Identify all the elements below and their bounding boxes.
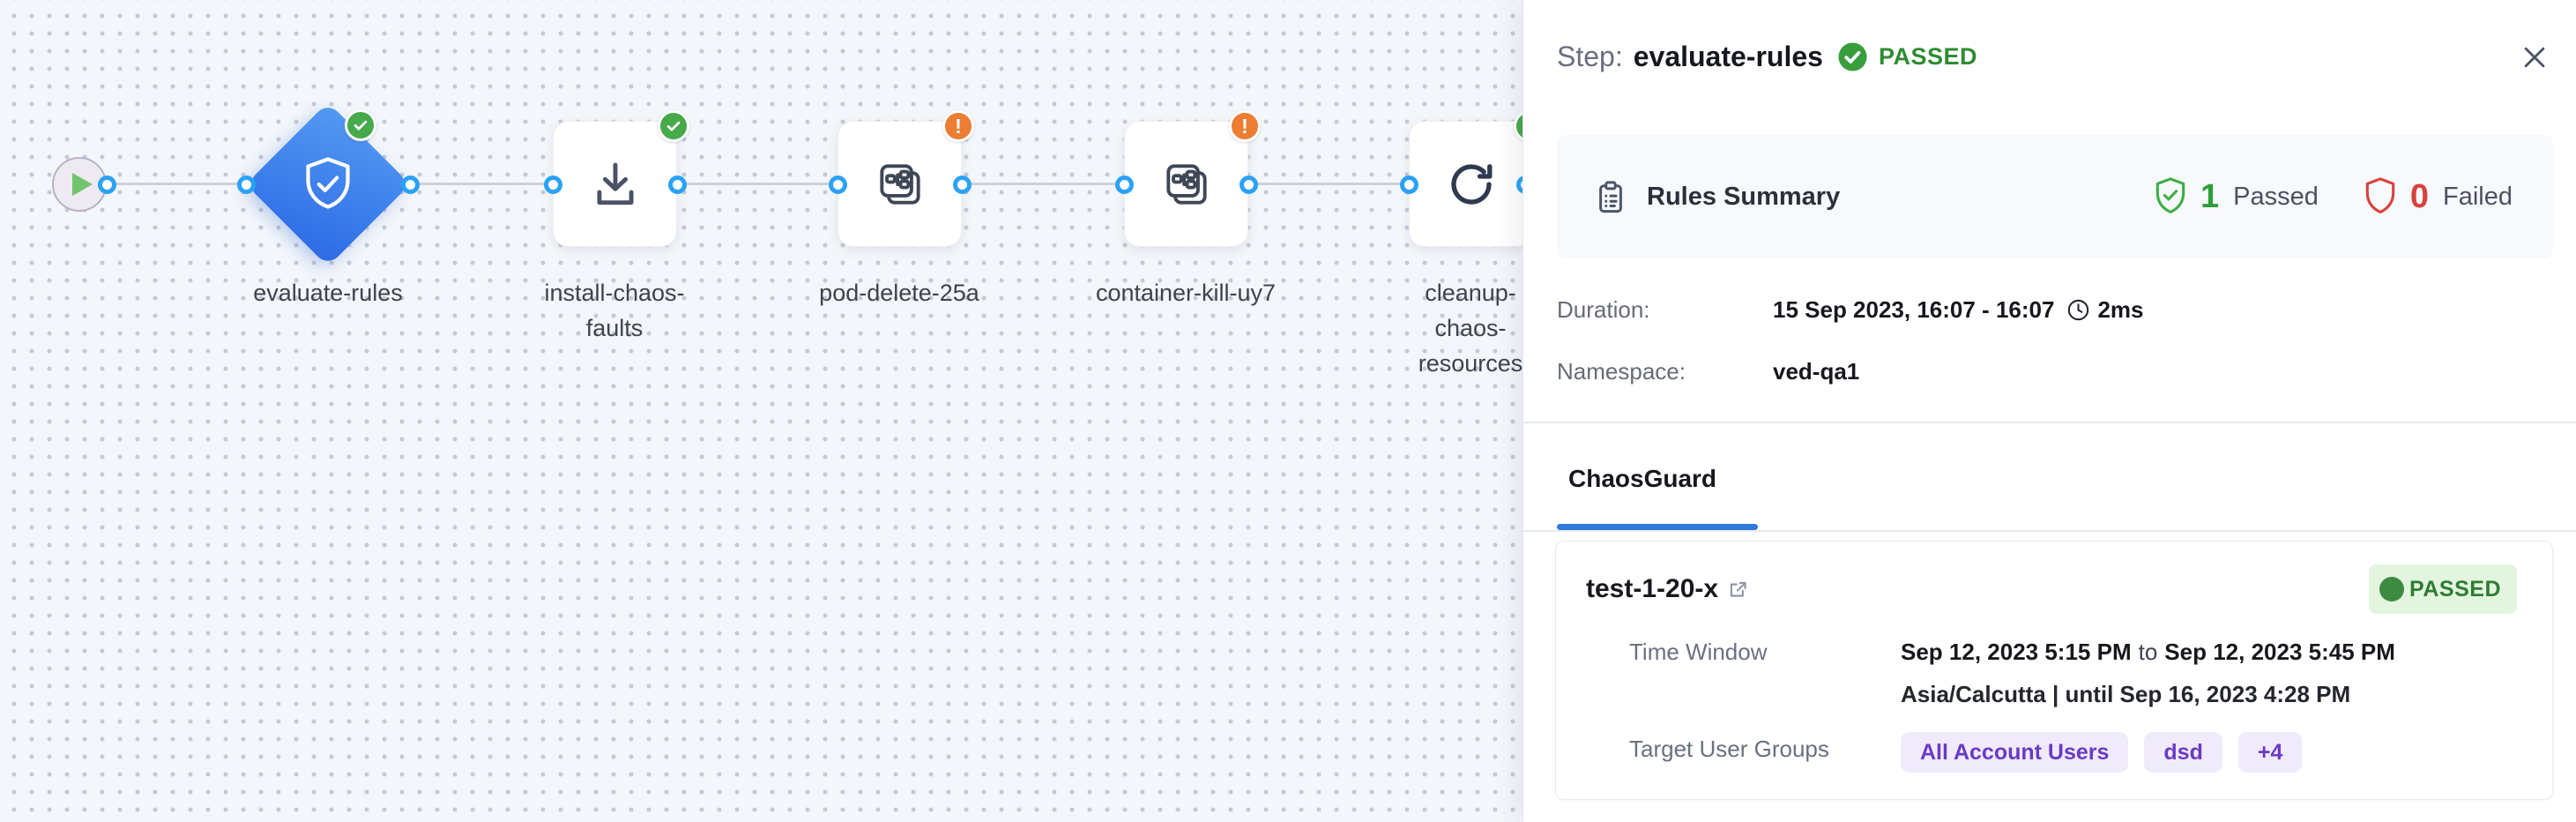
chaos-fault-icon	[1159, 157, 1214, 212]
passed-count: 1	[2200, 177, 2220, 215]
rules-passed-group: 1 Passed	[2151, 176, 2319, 218]
node-label: evaluate-rules	[253, 280, 403, 306]
port	[668, 176, 687, 194]
section-divider	[1523, 422, 2576, 423]
duration-value: 15 Sep 2023, 16:07 - 16:07	[1773, 296, 2055, 323]
time-window-label: Time Window	[1629, 639, 1768, 665]
port	[401, 176, 420, 194]
rules-summary-card: Rules Summary 1 Passed	[1557, 135, 2553, 258]
rules-failed-group: 0 Failed	[2361, 176, 2513, 218]
user-group-pill: dsd	[2144, 732, 2222, 773]
check-badge-icon	[345, 109, 376, 141]
user-group-pill: All Account Users	[1901, 732, 2129, 773]
node-pod-delete-25a[interactable]	[838, 121, 962, 247]
external-link-icon[interactable]	[1727, 578, 1750, 601]
namespace-value: ved-qa1	[1773, 358, 1860, 385]
port	[829, 176, 847, 194]
start-node[interactable]	[52, 157, 107, 212]
port	[953, 176, 972, 194]
time-window-end: Sep 12, 2023 5:45 PM	[2164, 639, 2395, 665]
node-install-chaos-faults[interactable]	[553, 121, 677, 247]
condition-status-badge: PASSED	[2369, 564, 2517, 614]
node-label: cleanup-chaos- resources	[1418, 280, 1523, 377]
node-label: pod-delete-25a	[819, 280, 979, 306]
target-user-groups-label: Target User Groups	[1629, 736, 1829, 762]
user-group-more-pill[interactable]: +4	[2237, 732, 2303, 773]
pipeline-canvas[interactable]: evaluate-rules install-chaos- faults	[0, 0, 1545, 822]
clock-icon	[2066, 298, 2090, 322]
port	[1115, 176, 1134, 194]
node-label: install-chaos- faults	[544, 280, 685, 341]
node-cleanup-chaos-resources[interactable]	[1409, 121, 1533, 247]
time-window-start: Sep 12, 2023 5:15 PM	[1901, 639, 2132, 665]
duration-elapsed: 2ms	[2097, 296, 2144, 323]
connector-line	[79, 183, 1534, 185]
node-label: container-kill-uy7	[1095, 280, 1277, 306]
check-badge-icon	[658, 110, 689, 142]
failed-count: 0	[2409, 177, 2429, 215]
download-icon	[588, 157, 643, 212]
target-user-groups-row: Target User Groups All Account Users dsd…	[1586, 732, 2517, 773]
time-window-to: to	[2138, 639, 2158, 665]
port	[1240, 176, 1258, 194]
port	[98, 176, 116, 194]
refresh-icon	[1443, 156, 1500, 213]
panel-header: Step: evaluate-rules PASSED	[1557, 41, 2550, 73]
step-details-panel: Step: evaluate-rules PASSED Rules Summar…	[1523, 0, 2576, 822]
status-dot	[2379, 577, 2405, 602]
port	[1400, 176, 1418, 194]
warning-badge-icon: !	[942, 110, 974, 142]
namespace-row: Namespace: ved-qa1	[1557, 354, 2576, 389]
rules-summary-title: Rules Summary	[1647, 182, 1841, 211]
play-icon	[71, 172, 93, 197]
condition-title[interactable]: test-1-20-x	[1586, 574, 1719, 603]
step-prefix: Step:	[1557, 41, 1623, 72]
port	[544, 176, 562, 194]
tab-chaosguard[interactable]: ChaosGuard	[1568, 465, 1717, 492]
failed-label: Failed	[2443, 182, 2513, 211]
duration-row: Duration: 15 Sep 2023, 16:07 - 16:07 2ms	[1557, 292, 2576, 327]
step-name: evaluate-rules	[1633, 41, 1823, 72]
chaos-fault-icon	[873, 157, 927, 212]
shield-check-icon	[296, 153, 360, 216]
port	[237, 176, 256, 194]
close-icon[interactable]	[2520, 42, 2550, 72]
chaosguard-condition-card: test-1-20-x PASSED Time Window Sep 12, 2…	[1555, 541, 2553, 800]
check-circle-icon	[1837, 41, 1868, 72]
duration-label: Duration:	[1557, 296, 1650, 323]
active-tab-indicator	[1557, 524, 1758, 530]
shield-icon	[2361, 176, 2400, 218]
tab-bar: ChaosGuard	[1523, 423, 2576, 532]
namespace-label: Namespace:	[1557, 358, 1686, 385]
step-status-badge: PASSED	[1878, 43, 1977, 70]
node-container-kill-uy7[interactable]	[1124, 121, 1248, 247]
timezone-line: Asia/Calcutta | until Sep 16, 2023 4:28 …	[1901, 681, 2351, 707]
passed-label: Passed	[2233, 182, 2319, 211]
node-evaluate-rules[interactable]	[245, 101, 411, 267]
warning-badge-icon: !	[1229, 110, 1261, 142]
clipboard-icon	[1592, 178, 1629, 215]
shield-check-icon	[2151, 176, 2190, 218]
